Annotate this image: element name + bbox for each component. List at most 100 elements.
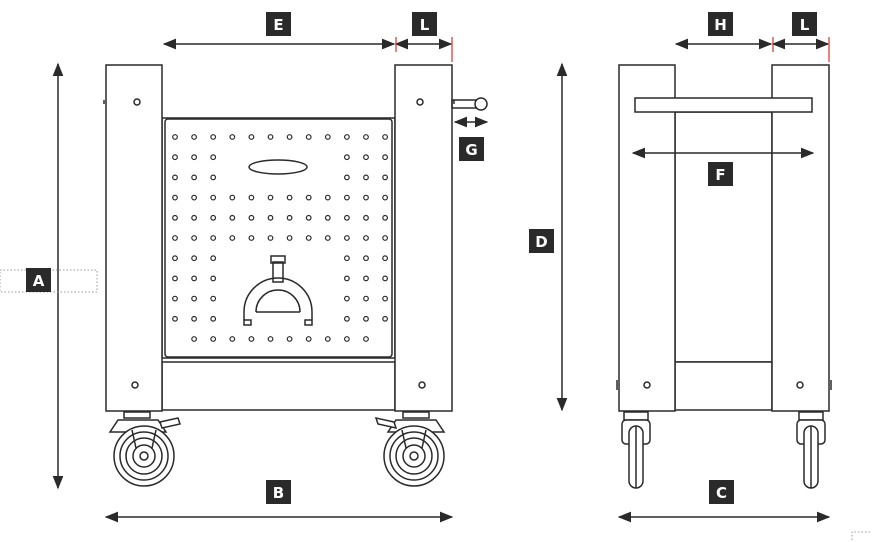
pegboard-hole [382,154,389,161]
side-handle-knob [474,97,488,111]
pegboard-hole [363,174,369,181]
pegboard-hole [344,194,350,201]
pegboard-hole [229,336,236,342]
pegboard-hole [382,194,389,201]
leg-bolt [796,381,804,389]
pegboard-hole [382,134,389,140]
caster-side-right [796,411,826,489]
label-badge-L-front: L [412,12,437,36]
pegboard-hole [248,214,255,221]
front-left-leg [105,64,163,412]
side-left-leg [618,64,676,412]
caster-side-left [621,411,651,489]
label-badge-H: H [708,12,733,36]
extension-ticks [395,37,830,62]
vent-arch [243,277,313,320]
pegboard-hole [267,194,274,201]
pegboard-hole [229,214,236,221]
dotted-guides [0,269,872,540]
pegboard-hole [363,315,369,322]
pegboard-hole [210,275,217,282]
pegboard-hole [172,275,178,282]
pegboard-hole [344,174,350,181]
label-badge-B: B [266,480,291,504]
pegboard-hole [248,194,255,201]
dimension-lines [52,38,831,523]
door-handle-slot [248,159,308,175]
leg-bolt [643,381,651,389]
pegboard-hole [344,134,350,140]
pegboard-hole [305,194,312,201]
svg-text:G: G [465,141,477,159]
leg-pin [133,98,141,106]
pegboard-hole [382,174,389,181]
pegboard-hole [344,214,350,221]
pegboard-hole [248,134,255,140]
pegboard-hole [210,315,217,322]
pegboard-hole [344,275,350,282]
pegboard-hole [305,336,312,342]
svg-text:C: C [716,484,727,502]
pegboard-hole [210,134,217,140]
pegboard-hole [324,134,331,140]
svg-text:D: D [535,233,547,251]
pegboard-hole [210,174,217,181]
pegboard-hole [191,255,198,262]
svg-text:A: A [33,272,45,290]
pegboard-door [164,118,393,358]
pegboard-hole [191,154,198,161]
pegboard-hole [210,295,217,302]
pegboard-hole [210,255,217,262]
svg-text:E: E [273,16,283,34]
pegboard-hole [172,255,178,262]
leg-bolt [131,381,139,389]
label-badge-F: F [708,162,733,186]
pegboard-hole [248,235,255,241]
pegboard-hole [191,295,198,302]
pegboard-hole [363,214,369,221]
pegboard-hole [172,214,178,221]
pegboard-hole [191,315,198,322]
pegboard-hole [286,336,293,342]
pegboard-hole [191,336,198,342]
label-badge-C: C [709,480,734,504]
pegboard-hole [324,336,331,342]
pegboard-hole [324,235,331,241]
pegboard-hole [344,315,350,322]
front-bottom-crossbar [161,361,396,411]
side-handle-bar [634,97,813,113]
pegboard-hole [172,315,178,322]
pegboard-hole [210,154,217,161]
pegboard-hole [382,214,389,221]
pegboard-hole [191,134,198,140]
pegboard-hole [229,134,236,140]
pegboard-hole [344,336,350,342]
pegboard-hole [305,214,312,221]
pegboard-hole [363,194,369,201]
pegboard-hole [229,235,236,241]
label-badge-L-side: L [792,12,817,36]
pegboard-hole [344,295,350,302]
pegboard-hole [363,154,369,161]
leg-pin [416,98,424,106]
pegboard-hole [363,336,369,342]
pegboard-hole [286,134,293,140]
caster-front-right [374,411,446,487]
pegboard-hole [172,154,178,161]
pegboard-hole [324,214,331,221]
vent-stem [272,261,284,283]
leg-bolt [418,381,426,389]
pegboard-hole [286,194,293,201]
side-back-panel [674,111,773,363]
label-badge-G: G [459,137,484,161]
side-view [616,64,832,489]
label-badge-D: D [529,229,554,253]
caster-front-left [108,411,181,487]
front-right-leg [394,64,453,412]
pegboard-hole [248,336,255,342]
pegboard-hole [191,194,198,201]
front-view [103,64,488,412]
svg-text:L: L [420,16,430,34]
svg-text:B: B [273,484,284,502]
